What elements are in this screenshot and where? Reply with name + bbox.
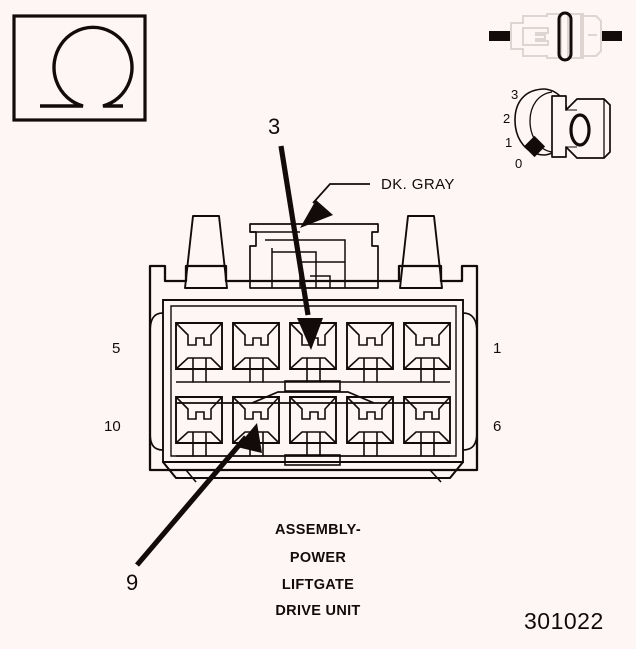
cavity-6 — [403, 396, 451, 457]
bottom-row-cavities — [175, 396, 451, 466]
connector-mated-icon — [489, 11, 622, 62]
key-position-1: 1 — [505, 135, 513, 150]
part-name-line-4: DRIVE UNIT — [275, 603, 361, 619]
pin-label-top-left: 5 — [112, 340, 121, 357]
figure-id-number: 301022 — [524, 608, 604, 634]
callout-9-arrow — [135, 423, 262, 567]
cavity-7 — [346, 396, 394, 457]
liftgate-drive-connector — [148, 215, 479, 483]
top-row-cavities — [175, 322, 451, 392]
key-position-2: 2 — [503, 111, 511, 126]
callout-number-3: 3 — [268, 114, 281, 139]
cavity-8 — [289, 396, 337, 457]
part-name-line-1: ASSEMBLY- — [275, 522, 361, 538]
cavity-5 — [175, 322, 223, 383]
callout-3-arrow — [278, 145, 323, 350]
ignition-key-icon — [514, 88, 611, 159]
pin-label-bottom-right: 6 — [493, 418, 502, 435]
wire-color-label: DK. GRAY — [381, 176, 455, 193]
callout-number-9: 9 — [126, 570, 139, 595]
pin-label-top-right: 1 — [493, 340, 502, 357]
pin-label-bottom-left: 10 — [104, 418, 121, 435]
ohm-symbol-box — [12, 14, 147, 122]
part-name-line-3: LIFTGATE — [281, 577, 355, 593]
key-position-3: 3 — [511, 87, 519, 102]
part-name-line-2: POWER — [289, 550, 347, 566]
dk-gray-leader — [300, 183, 370, 228]
cavity-10 — [175, 396, 223, 457]
cavity-4 — [232, 322, 280, 383]
cavity-1 — [403, 322, 451, 383]
cavity-2 — [346, 322, 394, 383]
key-position-0: 0 — [515, 156, 523, 171]
